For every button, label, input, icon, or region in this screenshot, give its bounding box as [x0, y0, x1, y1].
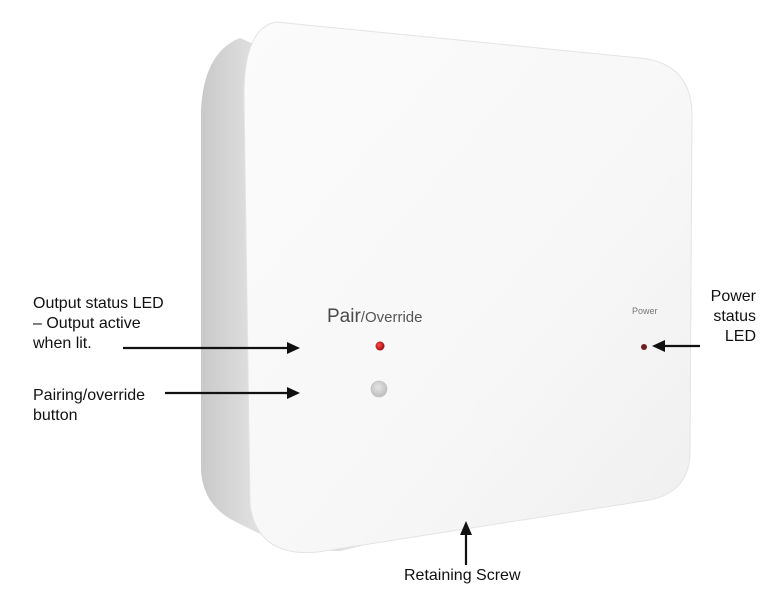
callout-power-led-line-1: Power: [710, 288, 756, 305]
arrow-pairing-button-head: [287, 387, 300, 399]
callout-retaining-screw: Retaining Screw: [404, 567, 521, 584]
power-status-led: [641, 344, 647, 350]
pairing-override-button: [370, 380, 388, 398]
callout-output-led: Output status LED – Output active when l…: [33, 294, 164, 354]
arrow-output-led-head: [287, 342, 300, 354]
callout-arrows: [123, 340, 700, 565]
callout-pairing-button-line-1: Pairing/override: [33, 387, 146, 404]
callout-pairing-button: Pairing/override button: [33, 386, 145, 426]
callout-power-led: Power status LED: [700, 287, 756, 347]
callout-output-led-line-3: when lit.: [33, 335, 92, 352]
callout-power-led-line-3: LED: [724, 328, 756, 345]
callout-pairing-button-line-2: button: [33, 407, 78, 424]
arrow-retaining-screw-head: [460, 521, 472, 535]
pair-override-label: Pair/Override: [327, 306, 422, 328]
output-status-led: [375, 341, 385, 351]
override-label: /Override: [360, 309, 423, 326]
device-face: [243, 21, 693, 554]
callout-output-led-line-1: Output status LED: [33, 295, 164, 312]
power-label: Power: [632, 306, 658, 316]
arrow-power-led-head: [652, 340, 665, 352]
pair-label: Pair: [327, 306, 361, 327]
callout-output-led-line-2: – Output active: [33, 315, 141, 332]
callout-power-led-line-2: status: [713, 308, 756, 325]
